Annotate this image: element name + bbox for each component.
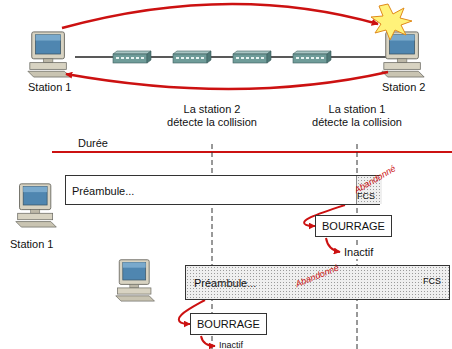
station-label: Station 1 — [28, 81, 98, 94]
station-label: Station 1 — [10, 238, 80, 251]
event-label: La station 1 détecte la collision — [312, 103, 402, 128]
frame-box: Préambule... AbandonnéFCS — [185, 265, 450, 300]
state-label: Inactif — [218, 340, 244, 349]
frame-field: FCS — [423, 277, 441, 287]
jam-signal: BOURRAGE — [322, 220, 385, 232]
computer-icon — [116, 260, 155, 301]
signal-arrow — [62, 4, 378, 28]
computer-icon — [16, 184, 56, 227]
collision-burst — [371, 4, 412, 40]
frame-field: FCS — [357, 192, 375, 202]
event-label: La station 2 détecte la collision — [167, 103, 257, 128]
hub-symbol — [233, 51, 271, 63]
state-label: Inactif — [343, 246, 374, 259]
hub-symbol — [293, 51, 331, 63]
jam-signal: BOURRAGE — [197, 318, 260, 330]
frame-field: Préambule... — [72, 185, 134, 197]
computer-icon — [382, 32, 424, 77]
frame-field: Préambule... — [194, 277, 256, 289]
jam-box: BOURRAGE — [190, 313, 267, 335]
time-axis — [52, 151, 452, 153]
signal-arrow — [66, 72, 388, 89]
idle-arrow — [326, 238, 340, 252]
abort-mark: Abandonné — [294, 263, 340, 289]
axis-label: Durée — [78, 137, 138, 150]
computer-icon — [28, 32, 70, 77]
hub-symbol — [173, 51, 211, 63]
station-label: Station 2 — [382, 81, 448, 94]
jam-box: BOURRAGE — [315, 215, 392, 237]
frame-box: Préambule...AbandonnéFCS — [65, 175, 380, 205]
idle-arrow — [201, 336, 215, 346]
hub-symbol — [113, 51, 151, 63]
